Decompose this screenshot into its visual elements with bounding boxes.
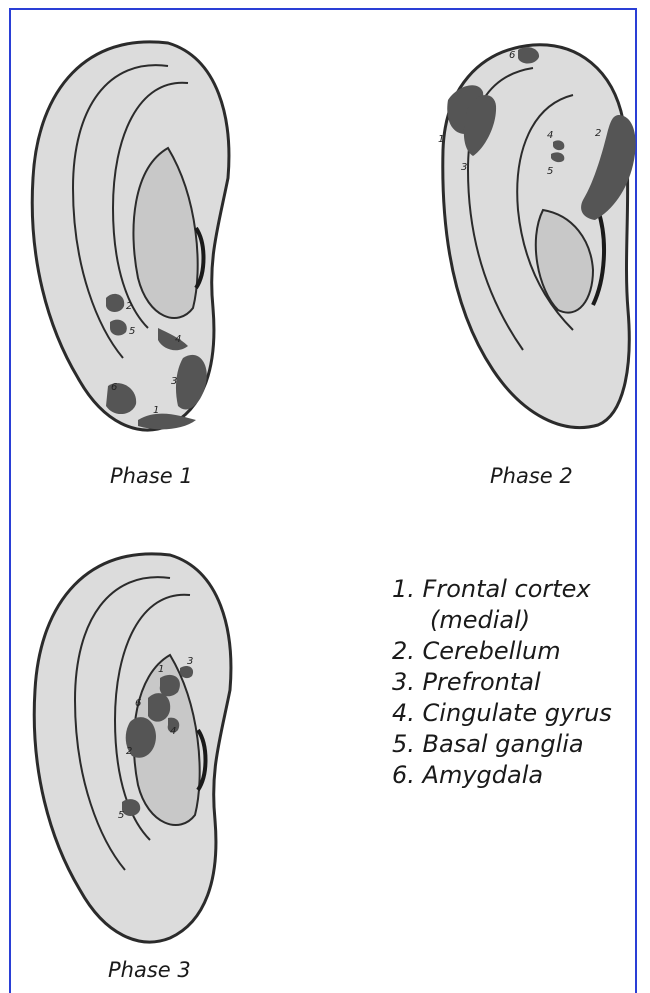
region-label-5: 5 bbox=[118, 810, 124, 821]
region-label-6: 6 bbox=[111, 382, 117, 393]
region-label-3: 3 bbox=[187, 656, 193, 667]
region-1 bbox=[138, 414, 196, 430]
phase-3-caption: Phase 3 bbox=[108, 958, 191, 982]
legend-item-frontal-cortex-qualifier: (medial) bbox=[392, 605, 612, 636]
ear-diagram-phase-3: 3 1 6 4 2 5 bbox=[20, 540, 240, 960]
region-label-1: 1 bbox=[153, 405, 159, 416]
region-label-6: 6 bbox=[509, 50, 515, 61]
region-5 bbox=[122, 799, 140, 816]
region-label-1: 1 bbox=[438, 134, 444, 145]
legend-item-cingulate-gyrus: 4. Cingulate gyrus bbox=[392, 698, 612, 729]
region-label-5: 5 bbox=[547, 166, 553, 177]
ear-diagram-phase-2: 6 1 3 4 5 2 bbox=[423, 30, 643, 450]
region-label-5: 5 bbox=[129, 326, 135, 337]
legend-item-prefrontal: 3. Prefrontal bbox=[392, 667, 612, 698]
region-label-2: 2 bbox=[126, 301, 132, 312]
region-label-4: 4 bbox=[547, 130, 553, 141]
phase-2-caption: Phase 2 bbox=[490, 464, 573, 488]
region-label-6: 6 bbox=[135, 698, 141, 709]
region-label-3: 3 bbox=[171, 376, 177, 387]
region-3 bbox=[180, 666, 193, 678]
region-3 bbox=[176, 355, 207, 410]
region-label-4: 4 bbox=[170, 726, 176, 737]
region-label-2: 2 bbox=[126, 746, 132, 757]
legend-item-frontal-cortex: 1. Frontal cortex bbox=[392, 574, 612, 605]
region-label-1: 1 bbox=[158, 664, 164, 675]
region-2 bbox=[106, 294, 124, 312]
region-label-2: 2 bbox=[595, 128, 601, 139]
region-label-4: 4 bbox=[175, 334, 181, 345]
region-legend: 1. Frontal cortex (medial) 2. Cerebellum… bbox=[392, 574, 612, 791]
phase-1-caption: Phase 1 bbox=[110, 464, 193, 488]
legend-item-amygdala: 6. Amygdala bbox=[392, 760, 612, 791]
legend-item-cerebellum: 2. Cerebellum bbox=[392, 636, 612, 667]
ear-diagram-phase-1: 2 5 4 3 6 1 bbox=[18, 28, 238, 448]
region-label-3: 3 bbox=[461, 162, 467, 173]
legend-item-basal-ganglia: 5. Basal ganglia bbox=[392, 729, 612, 760]
